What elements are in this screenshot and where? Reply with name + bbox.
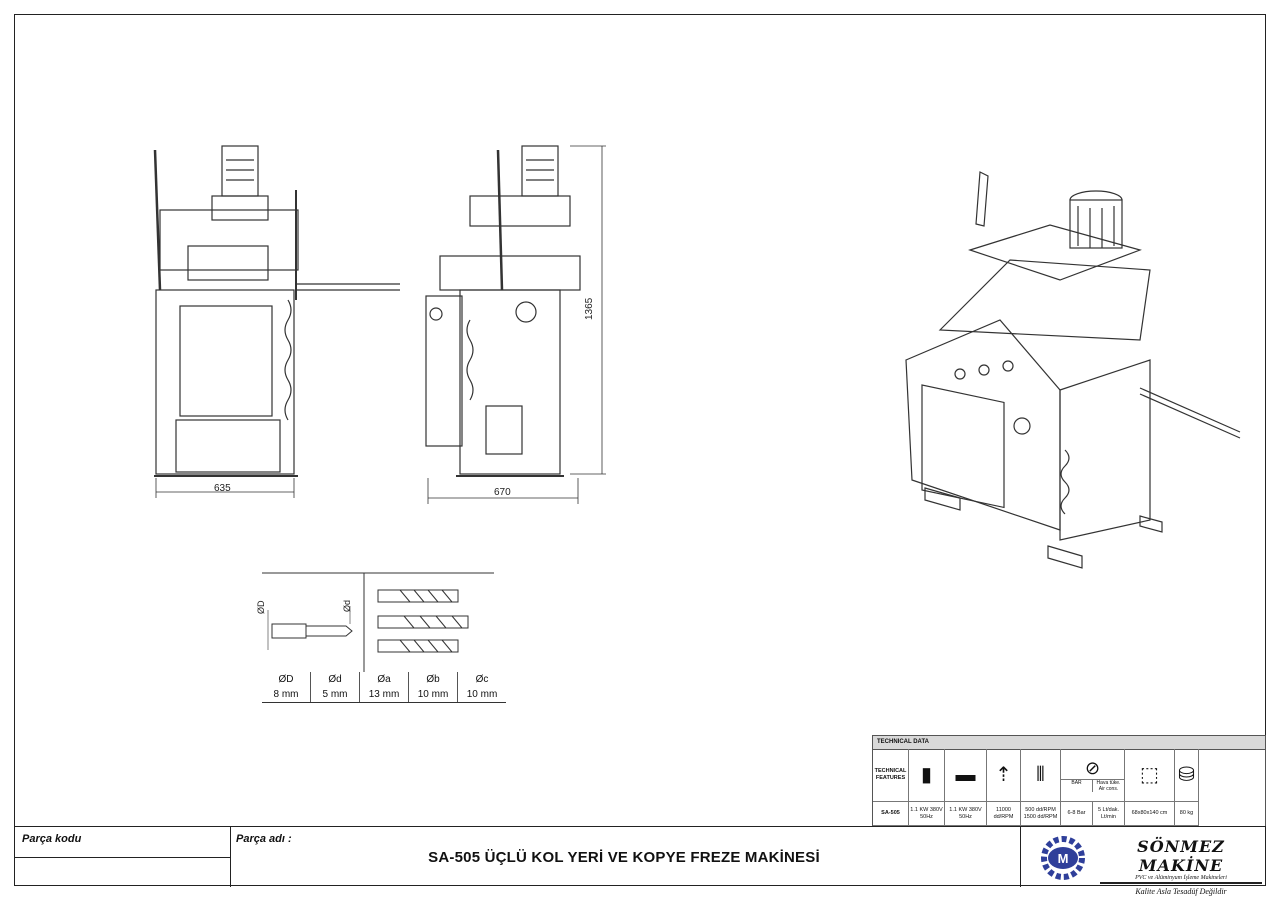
spindle-icon: ⇡ — [987, 749, 1021, 802]
cutter-diagram — [262, 572, 494, 672]
motor-power-cell: 1.1 KW 380V 50Hz — [909, 802, 945, 826]
divider — [230, 827, 231, 887]
brand-subtitle: PVC ve Alüminyum İşleme Makineleri — [1135, 875, 1227, 881]
motor-side-icon: ▬ — [945, 749, 987, 802]
technical-data-table: TECHNICAL DATA TECHNICAL FEATURES ▮ ▬ ⇡ … — [872, 735, 1266, 827]
drill-table-value: 5 mm — [310, 687, 360, 703]
brand-underline — [1100, 882, 1262, 884]
motor2-power-cell: 1.1 KW 380V 50Hz — [945, 802, 987, 826]
side-view — [425, 145, 606, 504]
front-view — [153, 145, 400, 498]
height-dimension: 1365 — [584, 297, 595, 320]
part-code-label: Parça kodu — [22, 833, 82, 845]
drill-bit-c — [377, 589, 459, 603]
divider — [1020, 827, 1021, 887]
drill-table-header: Ød — [310, 672, 360, 687]
title-block: Parça kodu Parça adı : SA-505 ÜÇLÜ KOL Y… — [14, 826, 1266, 896]
drill-table-header-row: ØD Ød Øa Øb Øc — [262, 672, 506, 687]
drill-table-header: Øc — [457, 672, 506, 687]
part-name-label: Parça adı : — [236, 833, 292, 845]
weight-icon: ⛁ — [1175, 749, 1199, 802]
drill-table-value-row: 8 mm 5 mm 13 mm 10 mm 10 mm — [262, 687, 506, 703]
part-code-field — [14, 857, 230, 888]
drill-table-value: 13 mm — [359, 687, 409, 703]
drill-size-table: ØD Ød Øa Øb Øc 8 mm 5 mm 13 mm 10 mm 10 … — [262, 672, 506, 703]
drill-table-value: 10 mm — [408, 687, 458, 703]
isometric-view — [905, 171, 1241, 569]
air-cons-header: Hava tüke. Air cons. — [1096, 780, 1121, 793]
side-width-dimension: 670 — [494, 487, 511, 498]
front-width-dimension: 635 — [214, 483, 231, 494]
brand-name: SÖNMEZ MAKİNE — [1137, 837, 1225, 875]
drill-bit-a — [377, 639, 459, 653]
svg-text:M: M — [1058, 851, 1069, 866]
brand-slogan: Kalite Asla Tesadüf Değildir — [1135, 887, 1227, 896]
model-cell: SA-505 — [873, 802, 909, 826]
drill-table-header: ØD — [278, 674, 294, 685]
drill-table-header: Øb — [408, 672, 458, 687]
air-consumption-cell: 5 Lt/dak. Lt/min — [1093, 802, 1125, 826]
weight-cell: 80 kg — [1175, 802, 1199, 826]
bar-header: BAR — [1061, 780, 1093, 793]
drawing-sheet — [14, 14, 1266, 886]
rpm-range-cell: 500 dd/RPM 1500 dd/RPM — [1021, 802, 1061, 826]
technical-features-label: TECHNICAL FEATURES — [873, 749, 909, 802]
drill-bit-b — [377, 615, 469, 629]
gauge-icon: ⊘ — [1084, 757, 1101, 778]
motor-icon: ▮ — [909, 749, 945, 802]
dimensions-icon: ⬚ — [1125, 749, 1175, 802]
spindle-speed-cell: 11000 dd/RPM — [987, 802, 1021, 826]
brand-block: SÖNMEZ MAKİNE PVC ve Alüminyum İşleme Ma… — [1096, 837, 1266, 896]
cutter-shank-diameter-label: ØD — [256, 600, 266, 615]
cutter-tip-diameter-label: Ød — [342, 599, 352, 612]
pressure-air-header: ⊘ BAR Hava tüke. Air cons. — [1061, 749, 1125, 802]
drill-table-header: Øa — [359, 672, 409, 687]
technical-data-title: TECHNICAL DATA — [873, 736, 1265, 750]
drawing-title: SA-505 ÜÇLÜ KOL YERİ VE KOPYE FREZE MAKİ… — [428, 849, 820, 866]
size-cell: 68x80x140 cm — [1125, 802, 1175, 826]
drill-table-value: 8 mm — [262, 687, 311, 703]
sonmez-gear-logo: M — [1041, 836, 1085, 880]
pressure-cell: 6-8 Bar — [1061, 802, 1093, 826]
drill-table-value: 10 mm — [457, 687, 506, 703]
drill-bits-icon: ⫴ — [1021, 749, 1061, 802]
